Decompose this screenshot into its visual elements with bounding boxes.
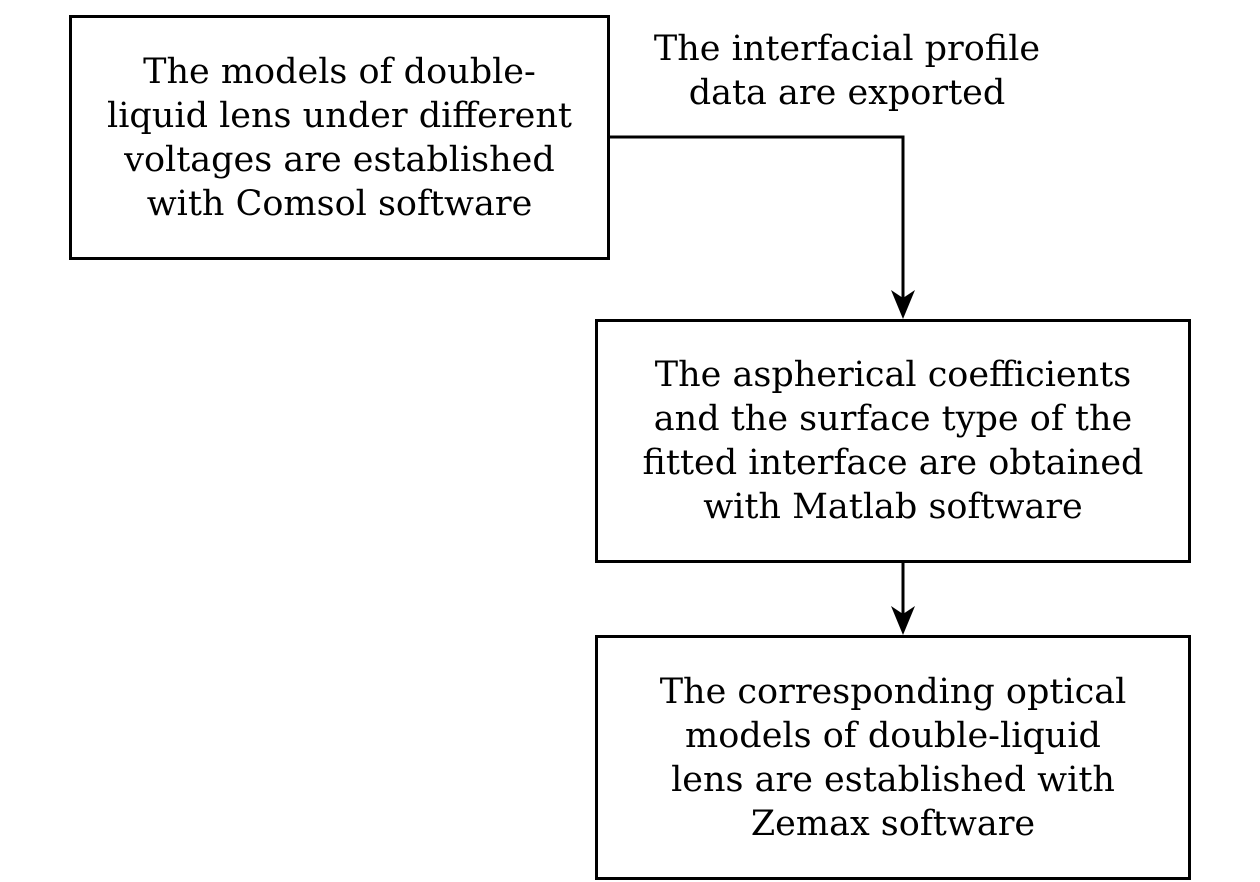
- node-text-line: The corresponding optical: [659, 671, 1127, 712]
- node-text-line: lens are established with: [671, 759, 1115, 800]
- edge-label-line: The interfacial profile: [653, 29, 1041, 69]
- edge-label-data-export: The interfacial profile data are exporte…: [612, 27, 1082, 115]
- node-text-line: voltages are established: [124, 139, 555, 180]
- node-text-line: models of double-liquid: [685, 715, 1101, 756]
- node-text-line: fitted interface are obtained: [642, 443, 1144, 483]
- node-zemax-optical-model: The corresponding optical models of doub…: [595, 635, 1191, 880]
- node-text-line: The aspherical coefficients: [654, 355, 1132, 395]
- node-text-line: Zemax software: [750, 803, 1036, 844]
- node-comsol-modeling: The models of double- liquid lens under …: [69, 15, 610, 260]
- arrowhead-comsol-to-matlab: [891, 290, 915, 319]
- edge-label-line: data are exported: [688, 73, 1006, 113]
- node-text-line: The models of double-: [143, 51, 536, 92]
- node-text-line: and the surface type of the: [653, 399, 1133, 439]
- node-text-line: with Comsol software: [146, 183, 533, 224]
- arrowhead-matlab-to-zemax: [891, 606, 915, 635]
- edge-comsol-to-matlab: [610, 135, 905, 303]
- node-text-line: liquid lens under different: [107, 95, 572, 136]
- node-text-line: with Matlab software: [703, 487, 1083, 527]
- node-matlab-fitting: The aspherical coefficients and the surf…: [595, 319, 1191, 563]
